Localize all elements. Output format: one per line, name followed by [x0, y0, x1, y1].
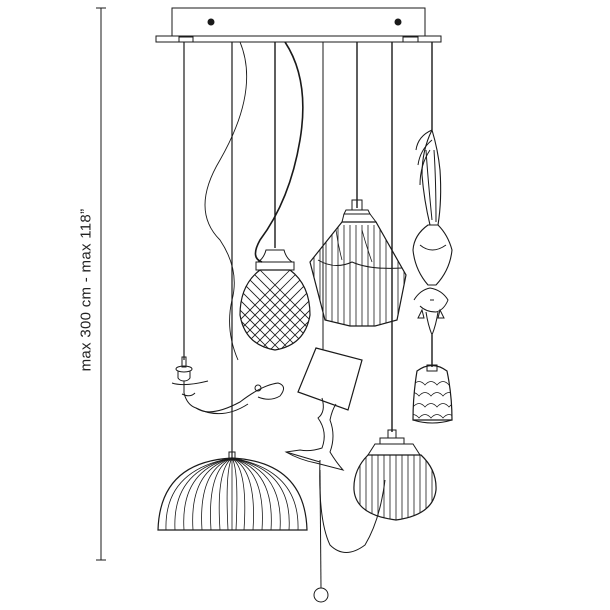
star-lamp: [310, 200, 406, 330]
lampshade-lamp: [286, 348, 362, 470]
suspension-cables: [184, 42, 432, 588]
height-dimension-label: max 300 cm - max 118”: [77, 208, 95, 372]
pull-switch: [314, 588, 328, 602]
bulb-lamp: [354, 430, 436, 525]
half-globe-lamp: [158, 452, 307, 530]
candle-arm-lamp: [172, 357, 284, 414]
scale-pattern-lamp: [407, 365, 461, 423]
diamond-pattern-lamp: [160, 250, 390, 360]
bird-figure-lamp: [413, 130, 452, 335]
ceiling-canopy: [156, 8, 441, 42]
height-dimension-line: [96, 8, 106, 560]
